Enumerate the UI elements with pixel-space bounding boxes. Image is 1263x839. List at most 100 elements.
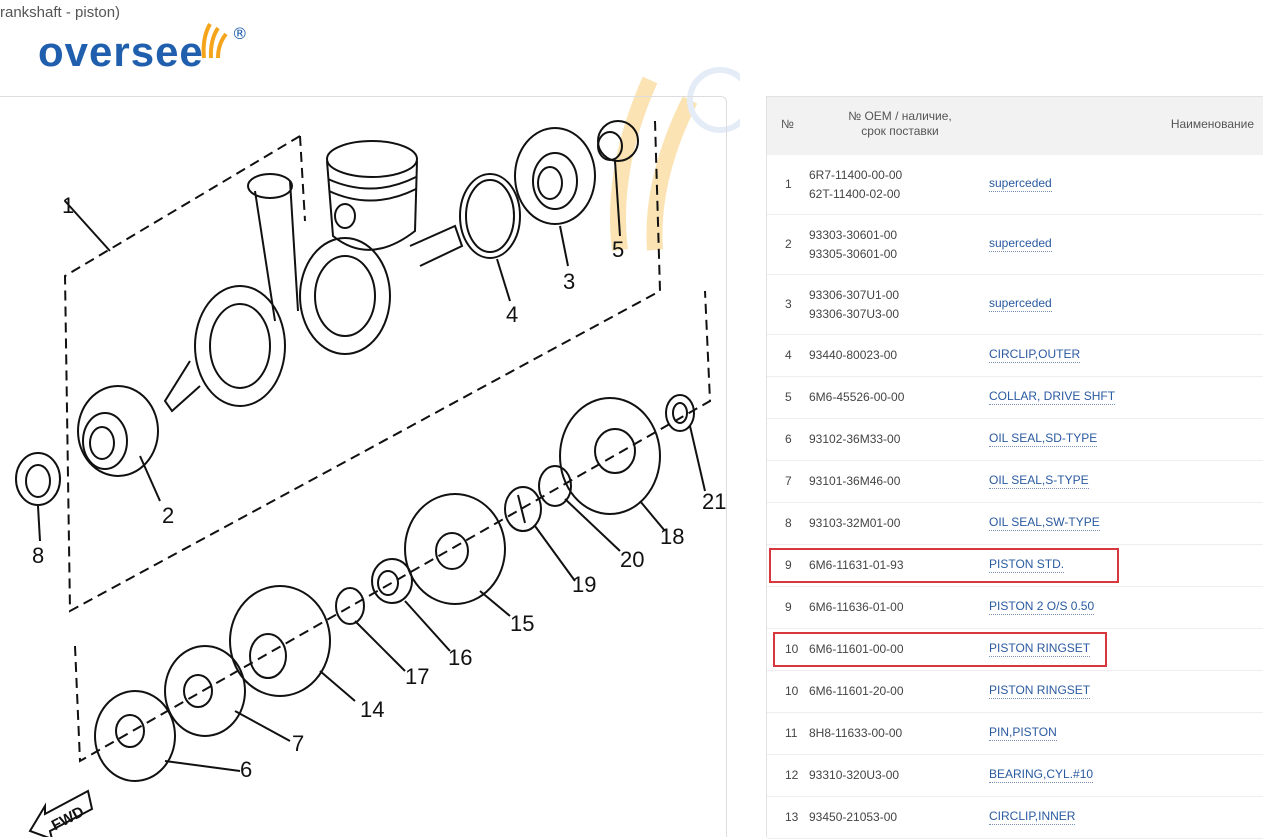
callout-1: 1	[62, 193, 74, 218]
oem-number: 6M6-11631-01-93	[809, 558, 904, 572]
table-row: 4 93440-80023-00 CIRCLIP,OUTER	[767, 335, 1263, 377]
row-name-link[interactable]: OIL SEAL,S-TYPE	[989, 472, 1089, 489]
row-name-link[interactable]: OIL SEAL,SD-TYPE	[989, 430, 1098, 447]
table-row: 9 6M6-11631-01-93 PISTON STD.	[767, 545, 1263, 587]
row-name-link[interactable]: PISTON RINGSET	[989, 682, 1091, 699]
callout-21: 21	[702, 489, 726, 514]
oem-number: 62T-11400-02-00	[809, 186, 901, 201]
callout-4: 4	[506, 302, 518, 327]
row-oem: 6M6-11631-01-93	[809, 556, 904, 575]
row-number: 7	[785, 473, 792, 488]
row-oem: 93101-36M46-00	[809, 472, 900, 491]
logo-flame-icon	[201, 23, 228, 59]
row-name-link[interactable]: superceded	[989, 175, 1052, 192]
row-name-link[interactable]: PISTON 2 O/S 0.50	[989, 598, 1095, 615]
table-row: 3 93306-307U1-00 93306-307U3-00 superceded	[767, 275, 1263, 335]
exploded-diagram-panel: 1 2 3 4 5 6 7 8 14 15 16 17 18 19 20 21 …	[0, 96, 727, 837]
fwd-arrow-icon: FWD	[28, 789, 94, 837]
row-number: 10	[785, 683, 799, 698]
callout-16: 16	[448, 645, 472, 670]
oem-number: 93450-21053-00	[809, 810, 898, 824]
callout-20: 20	[620, 547, 644, 572]
row-number: 2	[785, 236, 792, 251]
oem-number: 93310-320U3-00	[809, 768, 900, 782]
row-number: 5	[785, 389, 792, 404]
oem-number: 93306-307U3-00	[809, 306, 900, 321]
row-name-link[interactable]: COLLAR, DRIVE SHFT	[989, 388, 1116, 405]
row-number: 4	[785, 347, 792, 362]
oem-number: 6R7-11400-00-00	[809, 167, 903, 182]
row-number: 9	[785, 599, 792, 614]
row-name-link[interactable]: superceded	[989, 295, 1052, 312]
row-number: 6	[785, 431, 792, 446]
table-row: 5 6M6-45526-00-00 COLLAR, DRIVE SHFT	[767, 377, 1263, 419]
row-name-link[interactable]: OIL SEAL,SW-TYPE	[989, 514, 1100, 531]
row-name-link[interactable]: CIRCLIP,INNER	[989, 808, 1076, 825]
header-name: Наименование	[1170, 117, 1254, 131]
row-number: 13	[785, 809, 799, 824]
callout-18: 18	[660, 524, 684, 549]
row-oem: 6M6-11601-00-00	[809, 640, 904, 659]
oem-number: 93102-36M33-00	[809, 432, 901, 446]
row-name-link[interactable]: BEARING,CYL.#10	[989, 766, 1094, 783]
row-name-link[interactable]: PISTON RINGSET	[989, 640, 1091, 657]
row-number: 1	[785, 176, 792, 191]
callout-3: 3	[563, 269, 575, 294]
row-name-link[interactable]: superceded	[989, 235, 1052, 252]
table-row: 7 93101-36M46-00 OIL SEAL,S-TYPE	[767, 461, 1263, 503]
callout-2: 2	[162, 503, 174, 528]
callout-15: 15	[510, 611, 534, 636]
oem-number: 93303-30601-00	[809, 227, 898, 242]
parts-table: № № OEM / наличие, срок поставки Наимено…	[766, 96, 1263, 839]
row-oem: 93303-30601-00 93305-30601-00	[809, 226, 897, 264]
brand-logo[interactable]: oversee ®	[38, 23, 248, 75]
crankshaft-exploded-diagram: 1 2 3 4 5 6 7 8 14 15 16 17 18 19 20 21 …	[15, 120, 726, 837]
oem-number: 93305-30601-00	[809, 246, 898, 261]
table-row: 2 93303-30601-00 93305-30601-00 superceded	[767, 215, 1263, 275]
row-name-link[interactable]: CIRCLIP,OUTER	[989, 346, 1081, 363]
row-oem: 93103-32M01-00	[809, 514, 900, 533]
row-name-link[interactable]: PIN,PISTON	[989, 724, 1057, 741]
table-body: 1 6R7-11400-00-00 62T-11400-02-00 supercede…	[767, 155, 1263, 839]
oem-number: 8H8-11633-00-00	[809, 726, 903, 740]
callout-6: 6	[240, 757, 252, 782]
row-oem: 6M6-11636-01-00	[809, 598, 904, 617]
table-row: 1 6R7-11400-00-00 62T-11400-02-00 supercede…	[767, 155, 1263, 215]
callout-19: 19	[572, 572, 596, 597]
callout-7: 7	[292, 731, 304, 756]
callout-17: 17	[405, 664, 429, 689]
row-oem: 93306-307U1-00 93306-307U3-00	[809, 286, 899, 324]
oem-number: 6M6-45526-00-00	[809, 390, 905, 404]
callout-8: 8	[32, 543, 44, 568]
oem-number: 6M6-11601-00-00	[809, 642, 904, 656]
logo-text: oversee	[38, 28, 204, 75]
row-oem: 6M6-45526-00-00	[809, 388, 904, 407]
table-row: 13 93450-21053-00 CIRCLIP,INNER	[767, 797, 1263, 839]
watermark-flame-icon	[610, 67, 740, 251]
row-oem: 6M6-11601-20-00	[809, 682, 904, 701]
oem-number: 93306-307U1-00	[809, 287, 900, 302]
row-oem: 93310-320U3-00	[809, 766, 899, 785]
row-number: 9	[785, 557, 792, 572]
table-row: 10 6M6-11601-20-00 PISTON RINGSET	[767, 671, 1263, 713]
row-oem: 93440-80023-00	[809, 346, 897, 365]
logo-registered-mark: ®	[231, 24, 248, 43]
table-header: № № OEM / наличие, срок поставки Наимено…	[767, 97, 1263, 155]
callout-14: 14	[360, 697, 384, 722]
table-row: 9 6M6-11636-01-00 PISTON 2 O/S 0.50	[767, 587, 1263, 629]
header-number: №	[781, 117, 794, 131]
header-oem: № OEM / наличие, срок поставки	[848, 109, 952, 138]
table-row: 6 93102-36M33-00 OIL SEAL,SD-TYPE	[767, 419, 1263, 461]
breadcrumb: rankshaft - piston)	[0, 4, 121, 21]
callout-5: 5	[612, 237, 624, 262]
row-number: 3	[785, 296, 792, 311]
row-number: 12	[785, 767, 799, 782]
oem-number: 93103-32M01-00	[809, 516, 901, 530]
row-name-link[interactable]: PISTON STD.	[989, 556, 1065, 573]
oem-number: 93101-36M46-00	[809, 474, 901, 488]
row-oem: 93450-21053-00	[809, 808, 897, 827]
oem-number: 93440-80023-00	[809, 348, 898, 362]
row-number: 11	[785, 725, 798, 740]
oem-number: 6M6-11601-20-00	[809, 684, 904, 698]
